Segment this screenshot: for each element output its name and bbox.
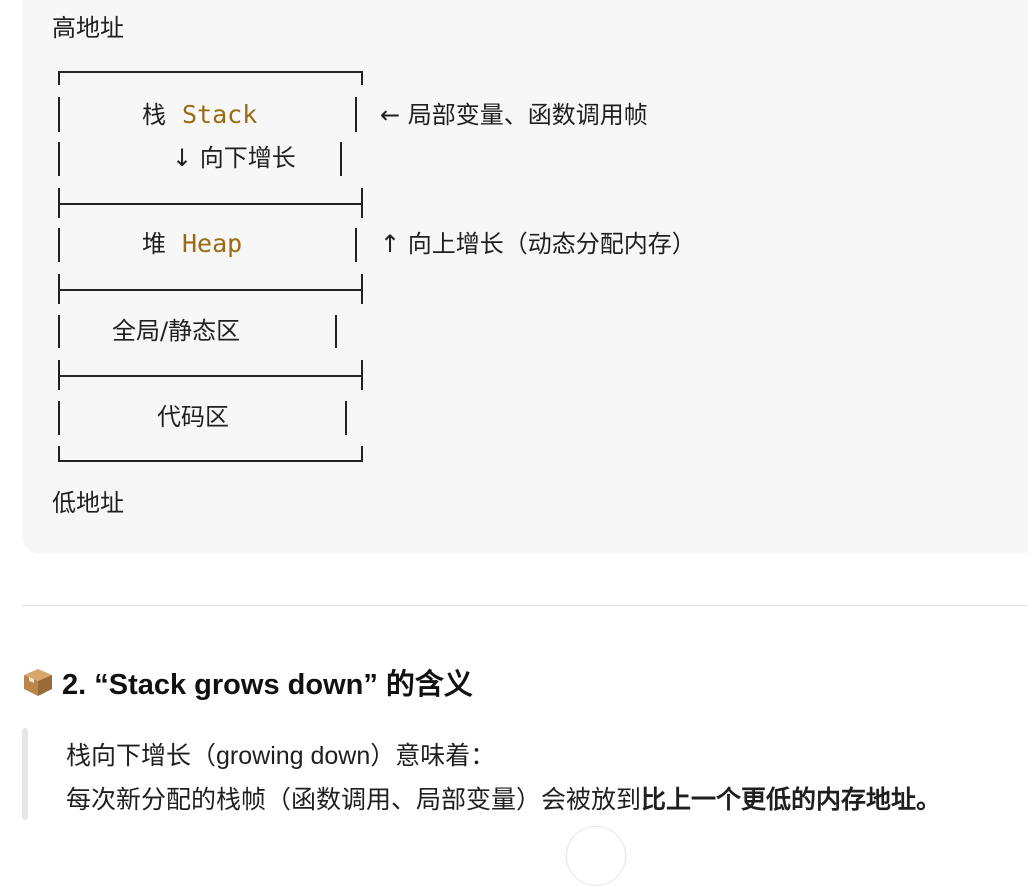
quote-line-2-bold: 比上一个更低的内存地址。 xyxy=(641,786,942,814)
box-left-edge xyxy=(58,97,60,132)
low-address-label: 低地址 xyxy=(52,489,124,517)
box-right-tee xyxy=(361,274,363,304)
code-segment-label: 代码区 xyxy=(157,403,229,431)
stack-note: ← 局部变量、函数调用帧 xyxy=(380,101,648,129)
box-separator xyxy=(58,289,363,291)
box-right-edge xyxy=(345,401,347,435)
blockquote-bar xyxy=(22,728,28,820)
quote-line-1: 栈向下增长（growing down）意味着： xyxy=(66,742,496,770)
heap-en-label: Heap xyxy=(182,229,243,258)
heap-note: ↑ 向上增长（动态分配内存） xyxy=(380,230,696,258)
box-corner-bl xyxy=(58,446,60,462)
scroll-down-button[interactable] xyxy=(566,826,626,886)
box-top-border xyxy=(58,71,363,73)
box-right-edge xyxy=(355,228,357,262)
box-right-edge xyxy=(340,142,342,176)
box-corner-tl xyxy=(58,71,60,85)
box-corner-tr xyxy=(361,71,363,85)
stack-cn-label: 栈 xyxy=(142,101,166,129)
package-icon xyxy=(22,667,54,697)
heap-cn-label: 堆 xyxy=(142,230,166,258)
box-right-tee xyxy=(361,188,363,218)
box-right-edge xyxy=(355,97,357,132)
stack-growth-label: ↓ 向下增长 xyxy=(172,144,296,172)
box-right-edge xyxy=(335,315,337,348)
global-static-label: 全局/静态区 xyxy=(112,317,241,345)
section-heading: 2. “Stack grows down” 的含义 xyxy=(22,662,473,702)
box-left-tee xyxy=(58,188,60,218)
stack-en-label: Stack xyxy=(182,100,258,129)
box-right-tee xyxy=(361,360,363,390)
box-separator xyxy=(58,375,363,377)
box-left-edge xyxy=(58,315,60,348)
code-block xyxy=(22,0,1028,553)
quote-line-2: 每次新分配的栈帧（函数调用、局部变量）会被放到比上一个更低的内存地址。 xyxy=(66,780,941,816)
high-address-label: 高地址 xyxy=(52,14,124,42)
box-left-edge xyxy=(58,228,60,262)
box-left-edge xyxy=(58,401,60,435)
quote-line-2-normal: 每次新分配的栈帧（函数调用、局部变量）会被放到 xyxy=(66,786,642,814)
box-left-tee xyxy=(58,360,60,390)
section-divider xyxy=(22,605,1028,606)
box-separator xyxy=(58,203,363,205)
box-left-tee xyxy=(58,274,60,304)
box-left-edge xyxy=(58,142,60,176)
box-bottom-border xyxy=(58,460,363,462)
section-heading-text: 2. “Stack grows down” 的含义 xyxy=(62,669,473,701)
box-corner-br xyxy=(361,446,363,462)
